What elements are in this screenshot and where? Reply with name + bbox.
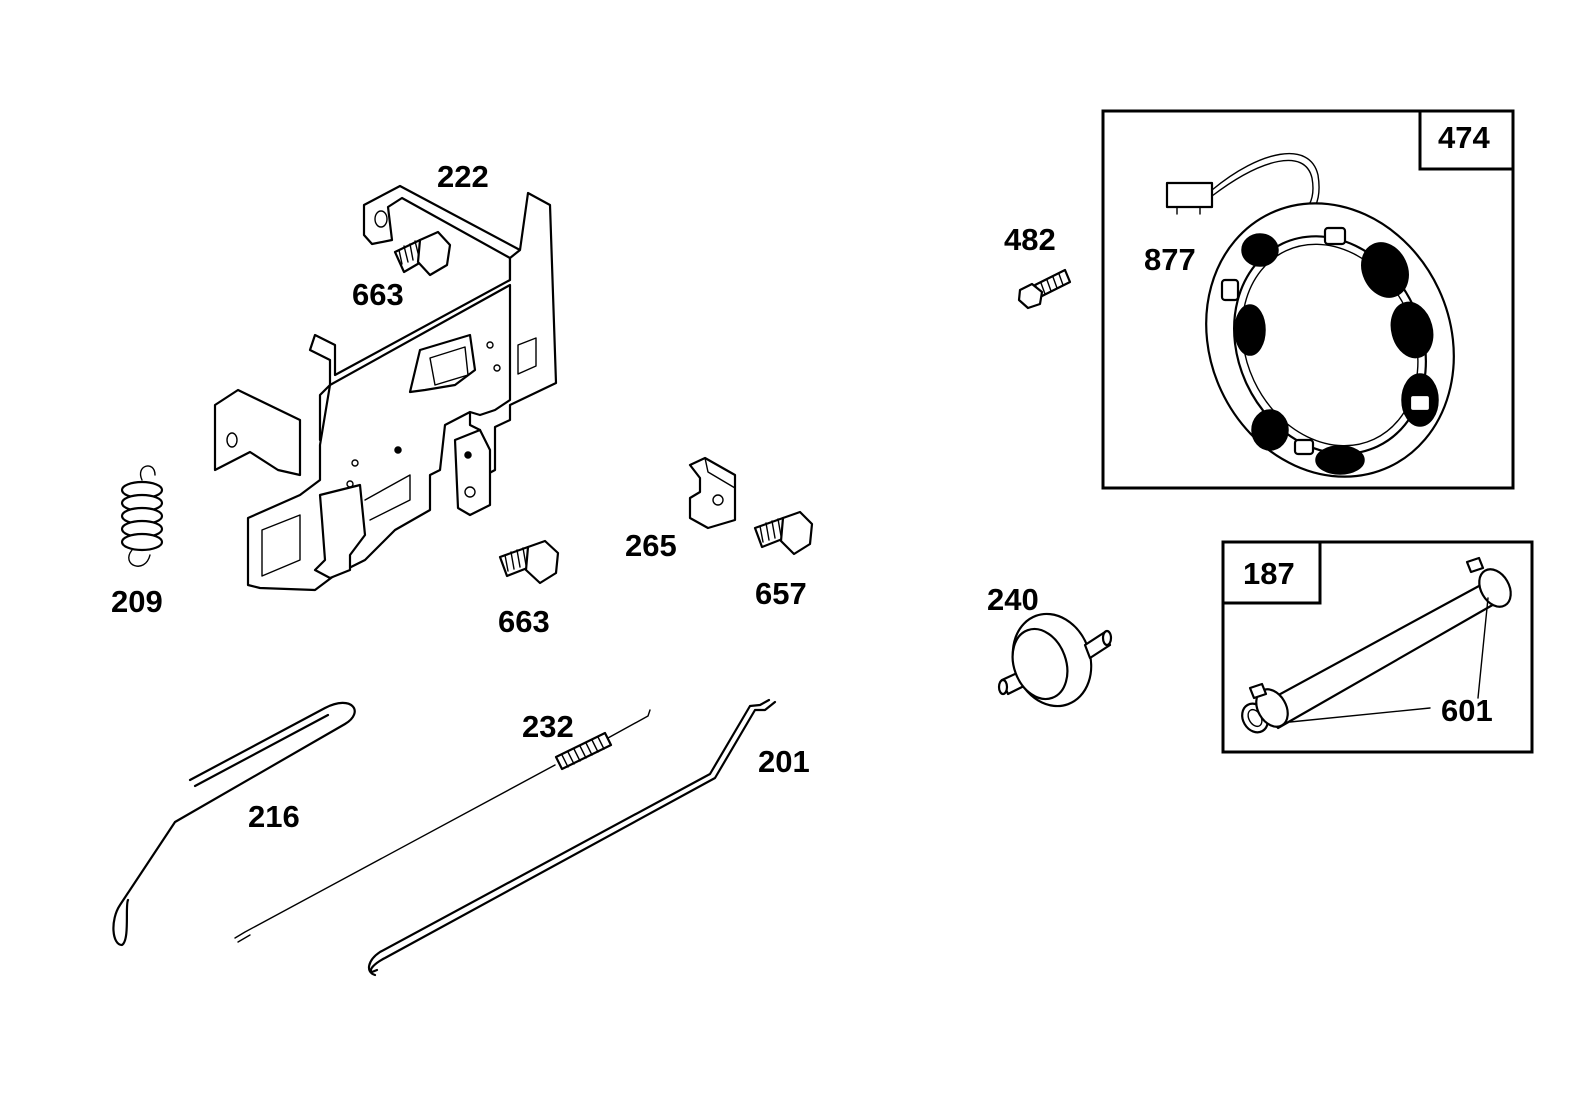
fuel-line-callout-box <box>1221 540 1322 605</box>
label-474: 474 <box>1438 120 1490 155</box>
label-232: 232 <box>522 709 574 744</box>
alternator-callout-box <box>1418 109 1515 171</box>
label-222: 222 <box>437 159 489 194</box>
label-209: 209 <box>111 584 163 619</box>
screw-657 <box>753 510 814 556</box>
alternator-474 <box>1101 109 1515 490</box>
label-663-lower: 663 <box>498 604 550 639</box>
screw-663-lower <box>498 539 560 585</box>
spring-209 <box>120 465 164 567</box>
alternator-frame <box>1101 109 1515 490</box>
fuel-line-187 <box>1221 540 1534 754</box>
screw-482 <box>1017 268 1072 310</box>
label-187: 187 <box>1243 556 1295 591</box>
link-rod-216 <box>112 701 356 947</box>
fuel-line-frame <box>1221 540 1534 754</box>
spring-link-232 <box>234 709 651 943</box>
label-601: 601 <box>1441 693 1493 728</box>
label-240: 240 <box>987 582 1039 617</box>
label-657: 657 <box>755 576 807 611</box>
connector <box>1165 181 1214 209</box>
label-877: 877 <box>1144 242 1196 277</box>
label-663-upper: 663 <box>352 277 404 312</box>
fuel-filter-240 <box>997 612 1113 708</box>
link-rod-201 <box>367 698 777 977</box>
label-201: 201 <box>758 744 810 779</box>
label-216: 216 <box>248 799 300 834</box>
control-bracket-222 <box>213 184 558 592</box>
screw-663-upper <box>393 230 452 277</box>
clip-265 <box>688 456 737 530</box>
label-482: 482 <box>1004 222 1056 257</box>
label-265: 265 <box>625 528 677 563</box>
